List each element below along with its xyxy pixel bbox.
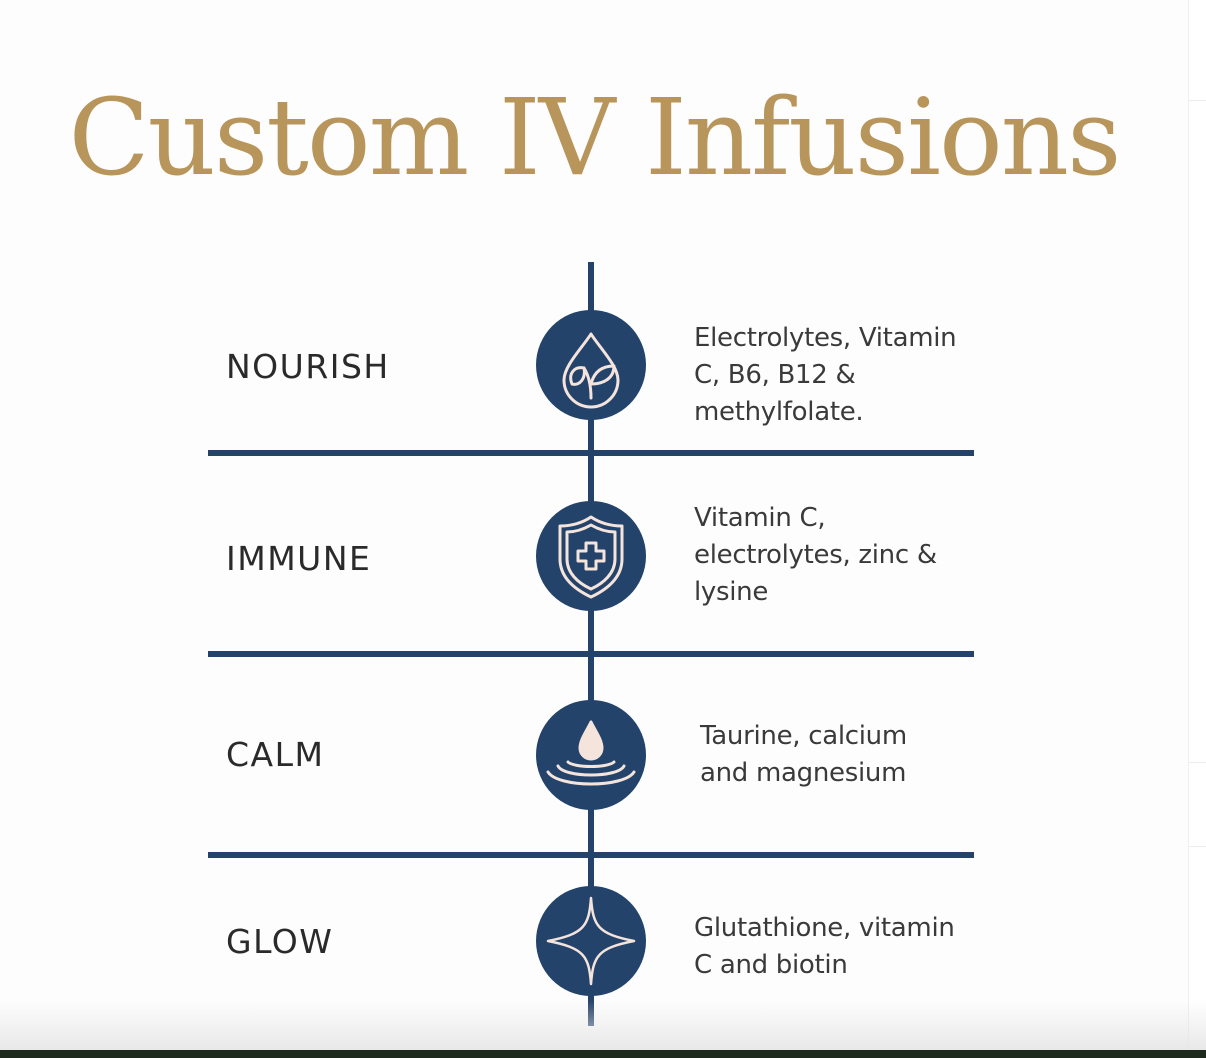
infusion-description-immune: Vitamin C, electrolytes, zinc & lysine (694, 503, 937, 607)
panel-divider (1189, 846, 1206, 847)
infusion-name-nourish: NOURISH (226, 347, 390, 386)
page-title: Custom IV Infusions (68, 76, 1122, 199)
water-drop-leaf-icon (536, 310, 646, 420)
shield-plus-icon (536, 501, 646, 611)
sparkle-star-icon (536, 886, 646, 996)
panel-divider (1189, 100, 1206, 101)
infusion-name-calm: CALM (226, 735, 325, 774)
infusion-description-calm: Taurine, calcium and magnesium (700, 721, 907, 788)
right-edge-panel (1188, 0, 1206, 1058)
bottom-bar (0, 1050, 1206, 1058)
infusion-description-glow: Glutathione, vitamin C and biotin (694, 913, 955, 980)
timeline-vertical-line (588, 262, 594, 1026)
row-divider (208, 852, 974, 858)
bottom-shadow (0, 1000, 1206, 1050)
infusion-name-glow: GLOW (226, 922, 334, 961)
panel-divider (1189, 762, 1206, 763)
row-divider (208, 651, 974, 657)
infusion-name-immune: IMMUNE (226, 539, 372, 578)
water-drop-ripple-icon (536, 700, 646, 810)
row-divider (208, 450, 974, 456)
infusion-description-nourish: Electrolytes, Vitamin C, B6, B12 & methy… (694, 323, 957, 427)
